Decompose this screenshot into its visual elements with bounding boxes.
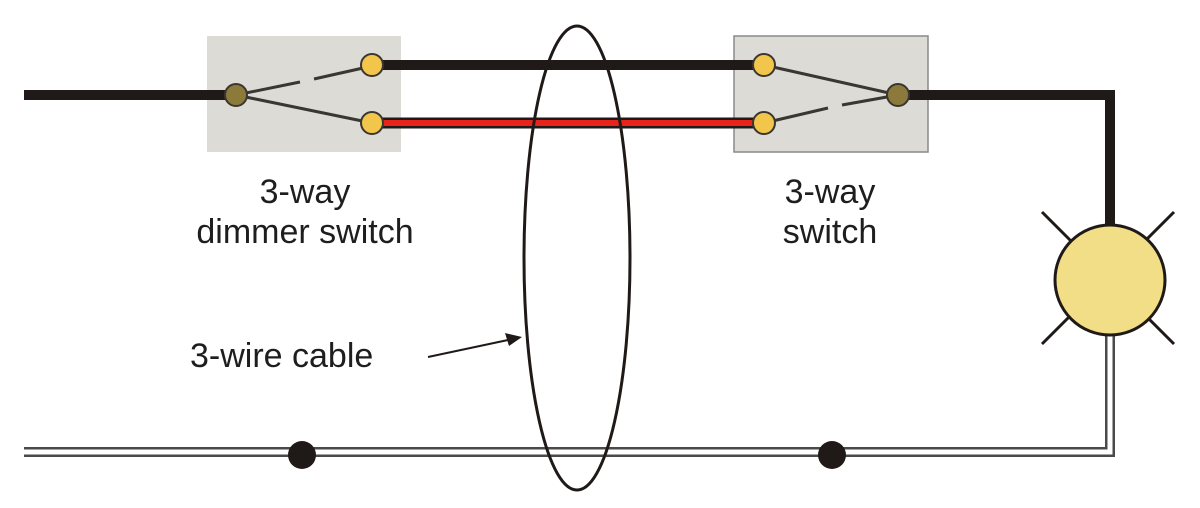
switch-traveler-terminal-bottom	[752, 111, 776, 135]
dimmer-common-terminal	[224, 83, 248, 107]
switch-traveler-terminal-top	[752, 53, 776, 77]
three-way-switch-label: 3-way switch	[730, 172, 930, 252]
switched-hot-wire	[898, 90, 1115, 230]
dimmer-traveler-terminal-top	[360, 53, 384, 77]
neutral-splice-right	[818, 441, 846, 469]
neutral-splice-left	[288, 441, 316, 469]
dimmer-switch-label: 3-way dimmer switch	[170, 172, 440, 252]
cable-label: 3-wire cable	[190, 336, 410, 376]
three-way-switch-label-line1: 3-way	[784, 173, 876, 211]
neutral-wire	[24, 328, 1115, 457]
dimmer-traveler-terminal-bottom	[360, 111, 384, 135]
three-way-switch-label-line2: switch	[782, 213, 878, 251]
cable-label-text: 3-wire cable	[190, 337, 374, 375]
light-bulb-icon	[1040, 210, 1176, 346]
dimmer-switch-label-line1: 3-way	[259, 173, 351, 211]
cable-label-arrow	[427, 333, 522, 358]
switch-common-terminal	[886, 83, 910, 107]
cable-ellipse	[522, 24, 632, 492]
dimmer-switch-label-line2: dimmer switch	[196, 213, 414, 251]
